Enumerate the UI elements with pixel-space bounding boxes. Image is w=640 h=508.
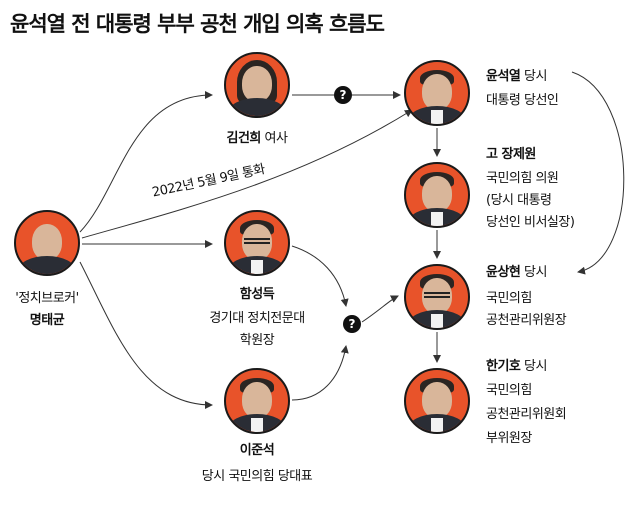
- label-myung: 명태균: [29, 313, 65, 328]
- label-yunsang-line2: 공천관리위원장: [486, 313, 567, 328]
- avatar-jang: [404, 162, 470, 228]
- arrow-yoon-yunsang: [571, 71, 625, 275]
- label-myung-prefix: '정치브로커': [15, 291, 79, 306]
- label-ham-line1: 경기대 정치전문대: [209, 311, 305, 326]
- avatar-kim: [224, 52, 290, 118]
- avatar-han: [404, 368, 470, 434]
- avatar-myung: [14, 210, 80, 276]
- arrow-myung-yoon: [81, 109, 413, 239]
- label-yoon-role: 대통령 당선인: [486, 93, 559, 108]
- avatar-yoon: [404, 60, 470, 126]
- label-han-line2: 공천관리위원회: [486, 407, 567, 422]
- label-jang-line2: (당시 대통령: [486, 193, 552, 208]
- page-title: 윤석열 전 대통령 부부 공천 개입 의혹 흐름도: [10, 12, 385, 36]
- label-ham-line2: 학원장: [239, 333, 275, 348]
- label-han-line3: 부위원장: [486, 431, 532, 446]
- label-jang: 고 장제원: [486, 147, 536, 162]
- arrow-ham-q2: [291, 245, 349, 307]
- avatar-yunsang: [404, 264, 470, 330]
- label-han-line1: 국민의힘: [486, 383, 532, 398]
- arrow-lee-q2: [291, 345, 349, 401]
- label-yunsang: 윤상현 당시: [486, 265, 547, 280]
- label-han: 한기호 당시: [486, 359, 547, 374]
- label-jang-line3: 당선인 비서실장): [486, 215, 575, 230]
- arrow-q2-yunsang: [361, 295, 399, 323]
- avatar-ham: [224, 210, 290, 276]
- label-lee: 이준석: [239, 443, 275, 458]
- unknown-link-marker: ?: [334, 86, 352, 104]
- label-ham: 함성득: [239, 287, 275, 302]
- label-kim: 김건희 여사: [226, 131, 288, 146]
- label-yoon: 윤석열 당시: [486, 69, 547, 84]
- label-lee-line1: 당시 국민의힘 당대표: [201, 469, 313, 484]
- avatar-lee: [224, 368, 290, 434]
- label-yunsang-line1: 국민의힘: [486, 291, 532, 306]
- label-jang-line1: 국민의힘 의원: [486, 171, 559, 186]
- arrow-myung-lee: [79, 261, 213, 409]
- unknown-link-marker-2: ?: [343, 315, 361, 333]
- arrow-myung-kim: [79, 91, 213, 233]
